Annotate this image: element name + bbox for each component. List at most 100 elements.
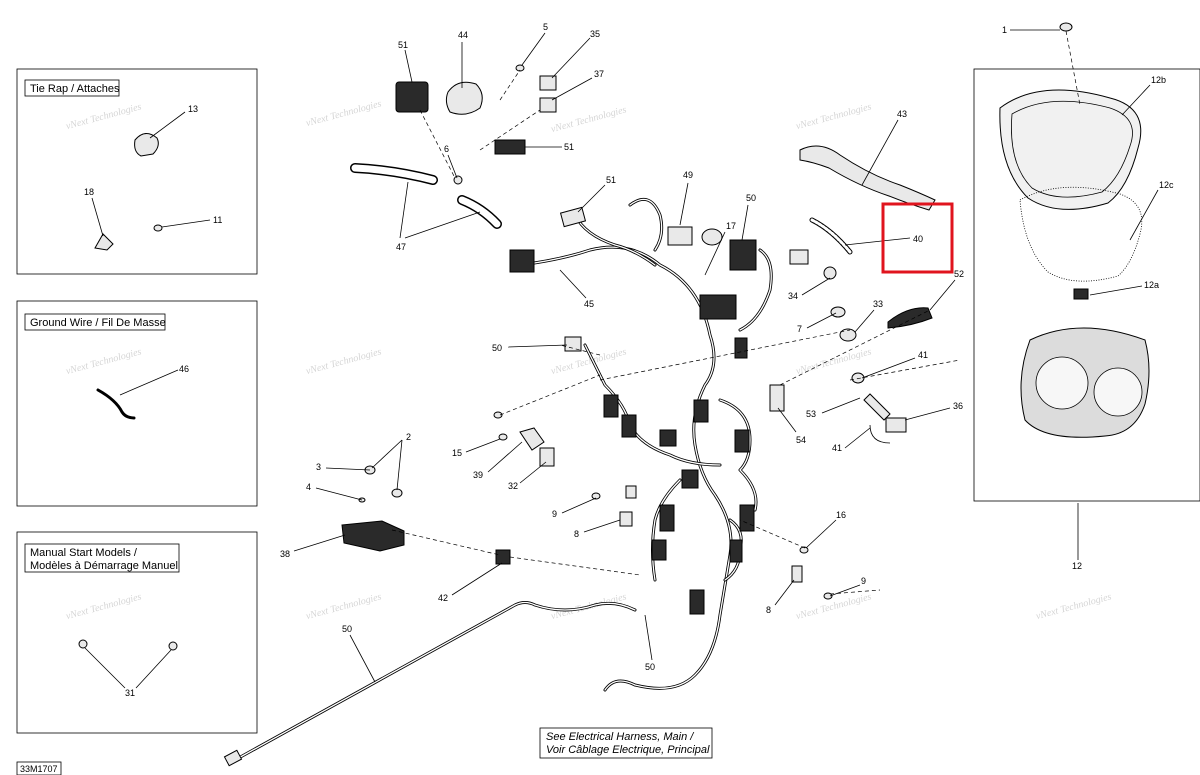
callout-50-bottom: 50 (645, 662, 655, 672)
drawing-number: 33M1707 (20, 764, 58, 774)
switch-block (509, 249, 535, 273)
connector-bottom (689, 589, 705, 615)
nut-16 (799, 546, 809, 554)
housing-44 (445, 81, 483, 115)
callout-3: 3 (316, 462, 321, 472)
note-line1: See Electrical Harness, Main / (546, 731, 694, 743)
watermark: vNext Technologies (795, 591, 873, 622)
connector-12a (1073, 288, 1089, 300)
plug-31a (78, 639, 88, 649)
callout-6: 6 (444, 144, 449, 154)
callout-31: 31 (125, 688, 135, 698)
callout-12b: 12b (1151, 75, 1166, 85)
callout-7: 7 (797, 324, 802, 334)
callout-49: 49 (683, 170, 693, 180)
callout-50-left: 50 (492, 343, 502, 353)
note-line2: Voir Câblage Electrique, Principal (546, 744, 710, 756)
callout-46: 46 (179, 364, 189, 374)
callout-36: 36 (953, 401, 963, 411)
watermarks: vNext Technologies vNext Technologies vN… (65, 98, 1113, 622)
connector-42 (495, 549, 511, 565)
gauge-bezel-12b (999, 89, 1142, 210)
callout-16: 16 (836, 510, 846, 520)
nut-15 (498, 433, 508, 441)
callout-12: 12 (1072, 561, 1082, 571)
sensor-36 (863, 393, 891, 421)
connector-lower3 (739, 504, 755, 532)
screw-5 (515, 64, 525, 72)
nut-top (493, 411, 503, 419)
callout-40: 40 (913, 234, 923, 244)
connector-left (603, 394, 619, 418)
callout-12a: 12a (1144, 280, 1159, 290)
inset-tie-rap: Tie Rap / Attaches 13 18 11 (16, 68, 258, 275)
callout-35: 35 (590, 29, 600, 39)
lower-parts (341, 309, 961, 600)
watermark: vNext Technologies (305, 591, 383, 622)
callout-51-mid: 51 (564, 142, 574, 152)
callout-50-wire: 50 (342, 624, 352, 634)
watermark: vNext Technologies (550, 104, 628, 135)
callout-33: 33 (873, 299, 883, 309)
drawing-number-box: 33M1707 (16, 761, 62, 775)
connector-center (693, 399, 709, 423)
watermark: vNext Technologies (65, 346, 143, 377)
upper-left-parts (350, 64, 557, 229)
nut-9a (591, 492, 601, 500)
connector-36 (885, 417, 907, 433)
connector-center2 (734, 429, 750, 453)
bracket-8a (619, 511, 633, 527)
bracket-39 (519, 427, 545, 451)
callout-12c: 12c (1159, 180, 1174, 190)
main-harness (223, 197, 773, 767)
connector-40 (789, 249, 809, 265)
callout-13: 13 (188, 104, 198, 114)
nut-9b (823, 592, 833, 600)
washer-7 (830, 306, 846, 318)
bracket-8c (791, 565, 803, 583)
ground-wire-46 (96, 388, 136, 420)
callout-51-right: 51 (606, 175, 616, 185)
switch-51b (494, 139, 526, 155)
callout-18: 18 (84, 187, 94, 197)
watermark: vNext Technologies (65, 101, 143, 132)
switch-51 (395, 81, 429, 113)
upper-right-parts (789, 145, 936, 444)
connector-50b (564, 336, 582, 352)
inset-ground-wire: Ground Wire / Fil De Masse 46 (16, 300, 258, 507)
watermark: vNext Technologies (305, 98, 383, 129)
nut-2 (391, 488, 403, 498)
sensor-52 (887, 307, 933, 329)
watermark: vNext Technologies (1035, 591, 1113, 622)
callout-17: 17 (726, 221, 736, 231)
callout-38: 38 (280, 549, 290, 559)
callout-50-top: 50 (746, 193, 756, 203)
grommet-17 (701, 228, 723, 246)
watermark: vNext Technologies (305, 346, 383, 377)
nut-41 (851, 372, 865, 384)
inset-title-manual-start: Manual Start Models / (30, 547, 138, 559)
bracket-32 (539, 447, 555, 467)
nut-33 (839, 328, 857, 342)
connector-lower4 (659, 504, 675, 532)
callout-44: 44 (458, 30, 468, 40)
module-38 (341, 520, 405, 552)
leaders (293, 32, 956, 683)
callout-45: 45 (584, 299, 594, 309)
connector-54 (769, 384, 785, 412)
inset-title-tie-rap: Tie Rap / Attaches (30, 83, 120, 95)
watermark: vNext Technologies (795, 346, 873, 377)
connector-lower5 (729, 539, 743, 563)
callout-43: 43 (897, 109, 907, 119)
callout-51-top: 51 (398, 40, 408, 50)
harness-43 (799, 145, 936, 211)
connector-lower2 (681, 469, 699, 489)
connector-50a (729, 239, 757, 271)
callout-37: 37 (594, 69, 604, 79)
watermark: vNext Technologies (795, 101, 873, 132)
callout-1: 1 (1002, 25, 1007, 35)
screw-6 (453, 175, 463, 185)
inset-subtitle-manual-start: Modèles à Démarrage Manuel (30, 560, 178, 572)
inset-gauge-cluster: 1 12b 12c 12a 12 (973, 22, 1200, 571)
